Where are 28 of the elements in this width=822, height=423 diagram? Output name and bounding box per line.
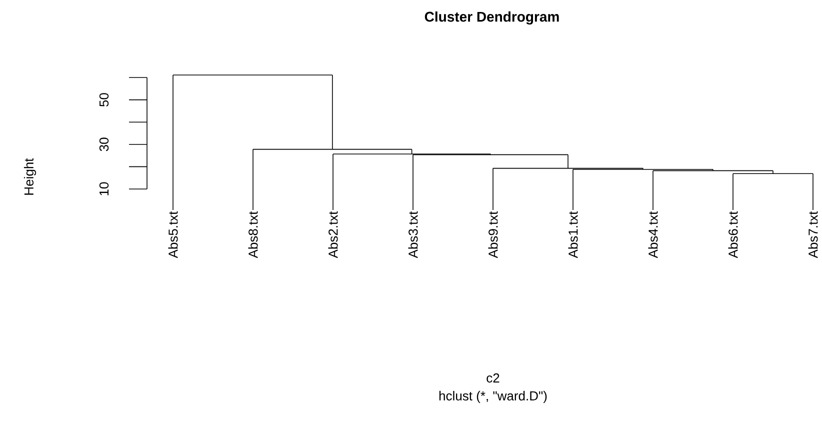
leaf-label: Abs6.txt — [728, 211, 738, 258]
leaf-label: Abs4.txt — [648, 211, 658, 258]
dendrogram-branch — [332, 154, 334, 210]
leaf-label: Abs7.txt — [808, 211, 818, 258]
dendrogram-branch — [252, 148, 254, 210]
dendrogram-branch — [332, 74, 333, 150]
leaf-label: Abs1.txt — [568, 211, 578, 258]
tick-label: 50 — [99, 93, 109, 106]
dendrogram-branch — [732, 173, 734, 210]
subtitle: hclust (*, "ward.D") — [439, 390, 547, 404]
axis-title: Height — [24, 158, 36, 195]
dendrogram-branch — [772, 170, 774, 174]
dendrogram-branch — [652, 170, 654, 210]
dendrogram-branch — [572, 168, 574, 210]
tick-label: 10 — [99, 182, 109, 196]
axis-title: c2 — [486, 373, 500, 383]
leaf-label: Abs5.txt — [168, 211, 178, 258]
tick-label: 30 — [99, 138, 109, 152]
dendrogram-branch — [412, 154, 414, 210]
leaf-label: Abs3.txt — [408, 211, 418, 258]
dendrogram-branch — [812, 173, 814, 210]
dendrogram-branch — [172, 74, 174, 210]
leaf-label: Abs2.txt — [328, 211, 338, 258]
leaf-label: Abs9.txt — [488, 211, 498, 258]
leaf-label: Abs8.txt — [248, 211, 258, 258]
dendrogram-branch — [411, 148, 412, 154]
dendrogram-branch — [492, 168, 494, 210]
title: Cluster Dendrogram — [424, 11, 559, 25]
